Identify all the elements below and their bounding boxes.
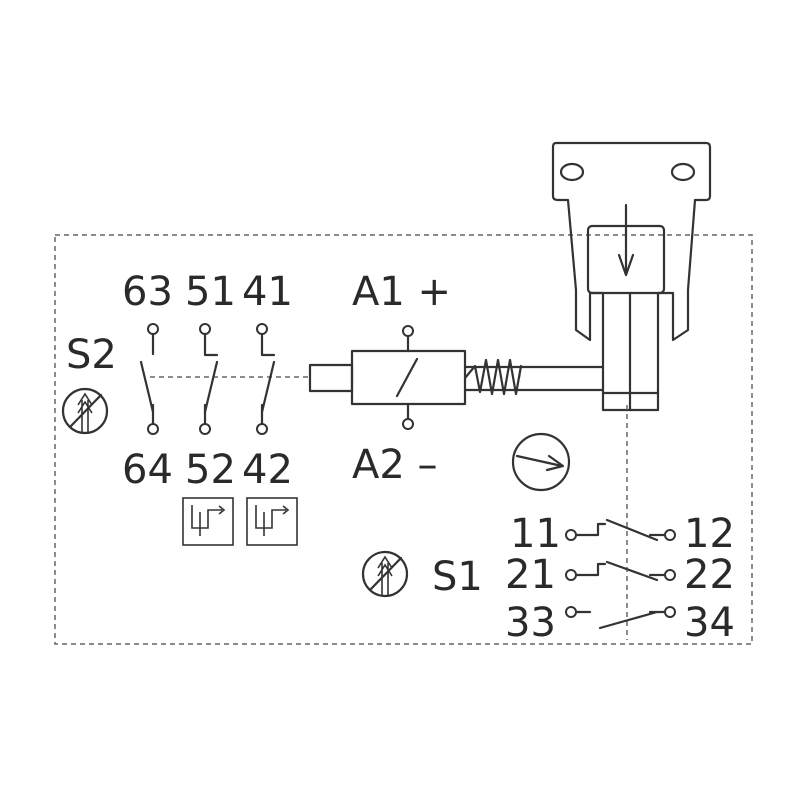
delayed-contact-icon bbox=[182, 497, 234, 546]
terminal-label: 51 bbox=[185, 269, 236, 315]
terminal-label: 41 bbox=[242, 269, 293, 315]
coil-a1-label: A1 + bbox=[352, 269, 451, 315]
s2-contact-63-64 bbox=[139, 323, 159, 435]
positive-opening-icon bbox=[61, 387, 109, 435]
actuator-key-icon bbox=[551, 141, 712, 412]
s2-contact-41-42 bbox=[256, 323, 276, 435]
switch-enclosure-dashed-outline bbox=[54, 234, 753, 645]
coil-a2-label: A2 – bbox=[352, 442, 438, 488]
terminal-label: 11 bbox=[510, 511, 561, 557]
positive-opening-icon bbox=[361, 550, 409, 598]
s1-contact-33-34 bbox=[565, 606, 676, 630]
terminal-label: 33 bbox=[505, 600, 556, 646]
terminal-label: 52 bbox=[185, 447, 236, 493]
terminal-label: 34 bbox=[684, 600, 735, 646]
return-spring bbox=[463, 358, 523, 396]
s2-contact-51-52 bbox=[199, 323, 219, 435]
plunger-rod bbox=[463, 365, 605, 392]
terminal-label: 21 bbox=[505, 552, 556, 598]
s1-contact-11-12 bbox=[565, 518, 676, 542]
delayed-contact-icon bbox=[246, 497, 298, 546]
terminal-label: 12 bbox=[684, 511, 735, 557]
terminal-label: 22 bbox=[684, 552, 735, 598]
solenoid-coil bbox=[308, 325, 467, 430]
s1-contact-21-22 bbox=[565, 560, 676, 582]
s1-label: S1 bbox=[432, 554, 483, 600]
terminal-label: 64 bbox=[122, 447, 173, 493]
terminal-label: 42 bbox=[242, 447, 293, 493]
s2-label: S2 bbox=[66, 332, 117, 378]
rotation-direction-icon bbox=[511, 432, 571, 492]
terminal-label: 63 bbox=[122, 269, 173, 315]
